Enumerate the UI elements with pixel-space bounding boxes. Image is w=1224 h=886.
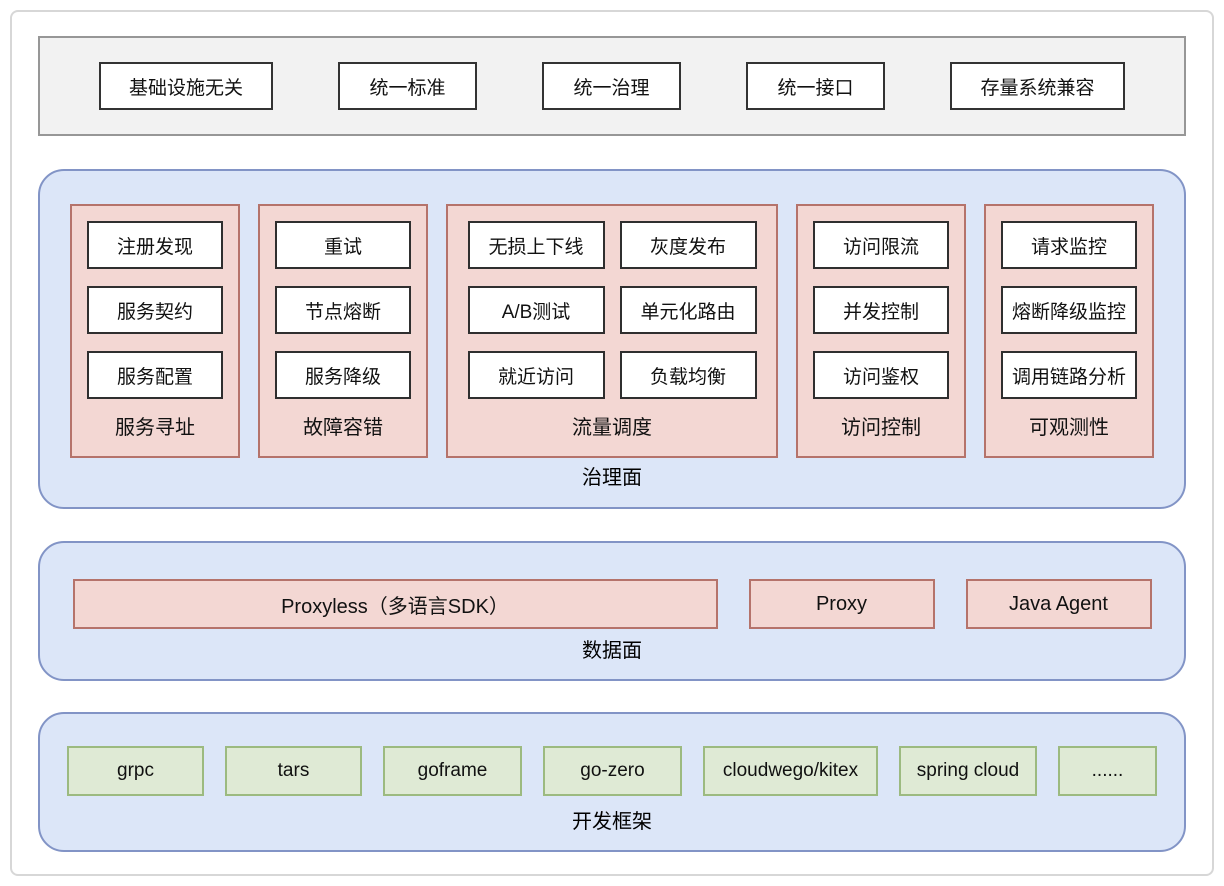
governance-item: 就近访问 xyxy=(467,351,605,399)
governance-item: 服务契约 xyxy=(87,286,223,334)
principle-legacy-compatibility: 存量系统兼容 xyxy=(950,62,1125,110)
governance-group-observability: 请求监控 熔断降级监控 调用链路分析 可观测性 xyxy=(984,204,1154,458)
framework-grpc: grpc xyxy=(67,746,204,796)
governance-item: 负载均衡 xyxy=(619,351,757,399)
governance-item: 节点熔断 xyxy=(275,286,411,334)
principles-bar: 基础设施无关 统一标准 统一治理 统一接口 存量系统兼容 xyxy=(38,36,1186,136)
architecture-diagram: 基础设施无关 统一标准 统一治理 统一接口 存量系统兼容 注册发现 服务契约 服… xyxy=(10,10,1214,876)
group-label: 服务寻址 xyxy=(115,417,195,439)
governance-item: 访问鉴权 xyxy=(813,351,949,399)
governance-plane: 注册发现 服务契约 服务配置 服务寻址 重试 节点熔断 服务降级 故障容错 无损… xyxy=(38,169,1186,509)
governance-item: 灰度发布 xyxy=(619,221,757,269)
data-plane: Proxyless（多语言SDK） Proxy Java Agent 数据面 xyxy=(38,541,1186,681)
data-plane-proxy: Proxy xyxy=(748,579,935,629)
data-plane-label: 数据面 xyxy=(582,640,642,662)
governance-item: A/B测试 xyxy=(467,286,605,334)
framework-tars: tars xyxy=(225,746,362,796)
framework-more: ...... xyxy=(1058,746,1157,796)
governance-item: 调用链路分析 xyxy=(1001,351,1137,399)
governance-columns: 注册发现 服务契约 服务配置 服务寻址 重试 节点熔断 服务降级 故障容错 无损… xyxy=(40,171,1184,458)
governance-item: 并发控制 xyxy=(813,286,949,334)
principle-infrastructure-agnostic: 基础设施无关 xyxy=(99,62,273,110)
governance-item: 注册发现 xyxy=(87,221,223,269)
framework-spring-cloud: spring cloud xyxy=(899,746,1037,796)
data-plane-proxyless: Proxyless（多语言SDK） xyxy=(72,579,718,629)
governance-item: 访问限流 xyxy=(813,221,949,269)
group-label: 可观测性 xyxy=(1029,417,1109,439)
governance-item: 单元化路由 xyxy=(619,286,757,334)
governance-group-service-discovery: 注册发现 服务契约 服务配置 服务寻址 xyxy=(70,204,240,458)
governance-item: 重试 xyxy=(275,221,411,269)
governance-group-fault-tolerance: 重试 节点熔断 服务降级 故障容错 xyxy=(258,204,428,458)
principle-unified-interface: 统一接口 xyxy=(746,62,885,110)
framework-goframe: goframe xyxy=(383,746,522,796)
governance-item: 服务配置 xyxy=(87,351,223,399)
governance-item: 服务降级 xyxy=(275,351,411,399)
principle-unified-governance: 统一治理 xyxy=(542,62,681,110)
data-plane-java-agent: Java Agent xyxy=(965,579,1152,629)
group-label: 故障容错 xyxy=(303,417,383,439)
frameworks-plane: grpc tars goframe go-zero cloudwego/kite… xyxy=(38,712,1186,852)
group-label: 流量调度 xyxy=(572,417,652,439)
governance-group-access-control: 访问限流 并发控制 访问鉴权 访问控制 xyxy=(796,204,966,458)
governance-item: 无损上下线 xyxy=(467,221,605,269)
governance-plane-label: 治理面 xyxy=(582,467,642,489)
group-label: 访问控制 xyxy=(841,417,921,439)
governance-group-traffic-scheduling: 无损上下线 灰度发布 A/B测试 单元化路由 就近访问 负载均衡 流量调度 xyxy=(446,204,778,458)
governance-item: 熔断降级监控 xyxy=(1001,286,1137,334)
framework-cloudwego-kitex: cloudwego/kitex xyxy=(703,746,878,796)
governance-item: 请求监控 xyxy=(1001,221,1137,269)
principle-unified-standard: 统一标准 xyxy=(338,62,477,110)
frameworks-plane-label: 开发框架 xyxy=(572,811,652,833)
framework-go-zero: go-zero xyxy=(543,746,682,796)
